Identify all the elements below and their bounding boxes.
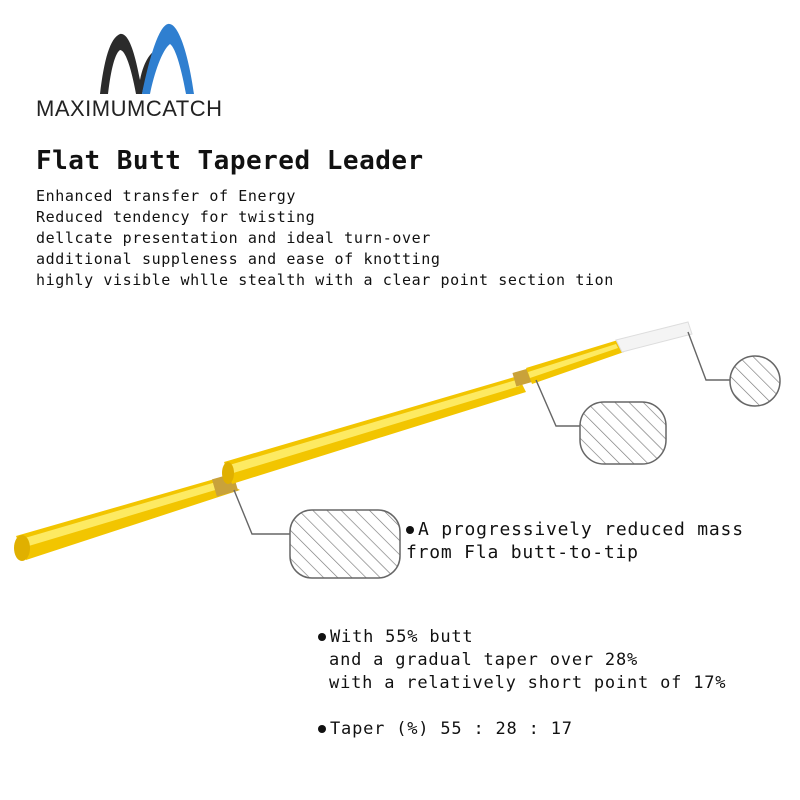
bullet-icon [318,633,326,641]
leader-clear-tip [615,321,693,353]
feature-item: additional suppleness and ease of knotti… [36,250,441,268]
feature-item: highly visible whlle stealth with a clea… [36,271,614,289]
callout-line [233,489,290,535]
mass-note-line: A progressively reduced mass [418,519,744,540]
feature-item: dellcate presentation and ideal turn-ove… [36,229,431,247]
mid-cross-section-icon [579,401,667,465]
brand-name: MAXIMUMCATCH [36,96,223,121]
leader-taper-section [222,376,526,484]
leader-butt-section [14,478,240,561]
callout-line [687,331,730,381]
split-note-line: With 55% butt [330,627,474,647]
split-note-line: with a relatively short point of 17% [329,673,727,693]
mass-note: A progressively reduced mass from Fla bu… [406,518,744,564]
bullet-icon [318,725,326,733]
feature-item: Reduced tendency for twisting [36,208,316,226]
callout-line [535,379,580,427]
tip-cross-section-icon [729,355,781,407]
feature-item: Enhanced transfer of Energy [36,187,297,205]
taper-ratio-text: Taper (%) 55 : 28 : 17 [330,719,573,739]
taper-ratio-note: Taper (%) 55 : 28 : 17 [318,718,573,741]
mass-note-line: from Fla butt-to-tip [406,542,639,563]
leader-point-section [526,340,624,384]
butt-cross-section-icon [289,509,401,579]
page-title: Flat Butt Tapered Leader [36,146,424,176]
split-note-line: and a gradual taper over 28% [329,650,639,670]
maximumcatch-logo-icon [100,23,194,95]
leader-illustration [14,321,781,579]
bullet-icon [406,526,414,534]
feature-list: Enhanced transfer of Energy Reduced tend… [36,186,614,291]
taper-split-note: With 55% butt and a gradual taper over 2… [318,626,726,695]
